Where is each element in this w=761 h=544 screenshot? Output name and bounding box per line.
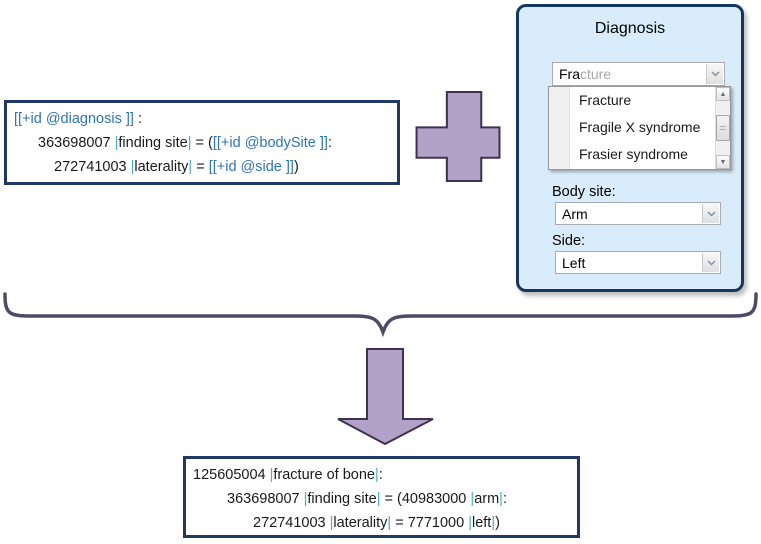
dropdown-scrollbar[interactable]: ▲ ▼ [715,87,730,169]
autocomplete-suggestion: cture [580,66,612,82]
plus-icon [415,91,501,182]
pipe: | [374,467,379,483]
term-text: left [471,515,492,531]
dropdown-item-fracture[interactable]: Fracture [579,92,632,108]
term-text: arm [474,491,500,507]
dropdown-button[interactable] [706,64,723,84]
template-line-2: 363698007 |finding site| = ([[+id @bodyS… [14,131,390,155]
pipe: | [303,491,308,507]
dropdown-button[interactable] [702,253,719,272]
concept-id: 125605004 [193,467,270,483]
result-line-3: 272741003 |laterality| = 7771000 |left|) [193,511,570,535]
down-arrow-icon [337,348,434,446]
dropdown-button[interactable] [702,204,719,223]
code-text: = 7771000 [391,515,469,531]
term-text: laterality [333,515,388,531]
template-line-3: 272741003 |laterality| = [[+id @side ]]) [14,155,390,179]
pipe: | [329,515,334,531]
term-text: laterality [134,159,189,175]
code-text: ) [495,515,500,531]
dropdown-gutter [549,87,570,169]
scroll-down-icon[interactable]: ▼ [716,155,730,169]
dropdown-item-fragile-x[interactable]: Fragile X syndrome [579,119,701,135]
side-value: Left [562,254,586,271]
code-text: : [378,467,383,483]
template-expression-box: [[+id @diagnosis ]] : 363698007 |finding… [4,100,400,185]
side-combobox[interactable]: Left [555,251,721,274]
chevron-down-icon [707,211,715,216]
term-text: finding site [118,135,188,151]
slot-side: [[+id @side ]] [208,159,294,175]
pipe: | [376,491,381,507]
code-text: = [192,159,209,175]
term-text: finding site [307,491,377,507]
typed-text: Fra [559,66,580,82]
code-text: : [327,135,332,151]
code-text: : [133,111,142,127]
template-line-1: [[+id @diagnosis ]] : [14,107,390,131]
panel-title: Diagnosis [594,20,666,37]
body-site-label: Body site: [552,184,616,200]
term-text: fracture of bone [273,467,375,483]
pipe: | [491,515,496,531]
pipe: | [468,515,472,531]
pipe: | [188,159,193,175]
slot-diagnosis: [[+id @diagnosis ]] [14,111,134,127]
result-line-2: 363698007 |finding site| = (40983000 |ar… [193,487,570,511]
result-line-1: 125605004 |fracture of bone|: [193,463,570,487]
pipe: | [470,491,475,507]
scrollbar-track[interactable] [716,101,730,155]
scrollbar-thumb[interactable] [716,115,730,141]
result-expression-box: 125605004 |fracture of bone|: 363698007 … [183,456,580,538]
pipe: | [269,467,274,483]
autocomplete-dropdown: Fracture Fragile X syndrome Frasier synd… [548,86,731,170]
concept-id: 363698007 [38,135,115,151]
code-text: ) [293,159,299,175]
pipe: | [499,491,503,507]
brace-icon [3,292,758,338]
pipe: | [387,515,392,531]
concept-id: 272741003 [54,159,131,175]
body-site-combobox[interactable]: Arm [555,202,721,225]
dropdown-list: Fracture Fragile X syndrome Frasier synd… [570,87,715,169]
slot-bodysite: [[+id @bodySite ]] [212,135,328,151]
code-text: = (40983000 [380,491,471,507]
pipe: | [114,135,119,151]
concept-id: 272741003 [253,515,330,531]
chevron-down-icon [707,260,715,265]
body-site-value: Arm [562,205,588,222]
chevron-down-icon [711,71,719,77]
pipe: | [187,135,192,151]
concept-id: 363698007 [227,491,304,507]
code-text: = ( [191,135,213,151]
pipe: | [130,159,135,175]
side-label: Side: [552,233,586,249]
code-text: : [502,491,507,507]
dropdown-item-frasier[interactable]: Frasier syndrome [579,146,688,162]
scroll-up-icon[interactable]: ▲ [716,87,730,101]
